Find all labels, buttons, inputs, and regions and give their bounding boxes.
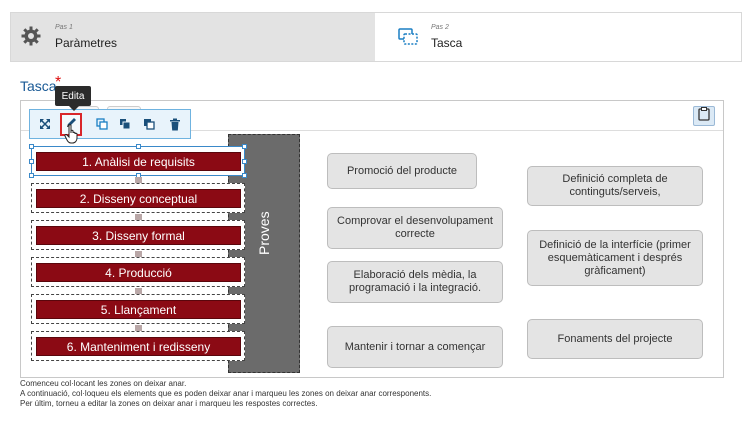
- draggable-answer[interactable]: Definició completa de continguts/serveis…: [527, 166, 703, 206]
- instruction-line: Per últim, torneu a editar la zones on d…: [20, 399, 318, 408]
- drop-zone-label: 1. Anàlisi de requisits: [36, 152, 241, 171]
- hand-cursor-icon: [64, 124, 80, 149]
- drop-zone[interactable]: 1. Anàlisi de requisits: [29, 144, 247, 178]
- send-back-icon[interactable]: [141, 116, 157, 132]
- draggable-answer[interactable]: Elaboració dels mèdia, la programació i …: [327, 261, 503, 303]
- copy-icon[interactable]: [94, 116, 110, 132]
- drag-grip[interactable]: [135, 177, 142, 184]
- step-number: Pas 2: [431, 24, 449, 31]
- drag-grip[interactable]: [135, 214, 142, 221]
- clipboard-icon: [698, 106, 710, 126]
- resize-handle[interactable]: [242, 159, 247, 164]
- step-tasca[interactable]: Pas 2 Tasca: [375, 13, 741, 61]
- resize-handle[interactable]: [242, 144, 247, 149]
- task-label-text: Tasca: [20, 78, 57, 94]
- drop-zone[interactable]: 4. Producció: [31, 257, 245, 287]
- resize-handle[interactable]: [242, 173, 247, 178]
- instructions: Comenceu col·locant les zones on deixar …: [20, 379, 431, 409]
- gear-icon: [21, 26, 41, 51]
- drop-zone-label: 5. Llançament: [36, 300, 241, 319]
- required-mark: *: [55, 74, 62, 91]
- instruction-line: A continuació, col·loqueu els elements q…: [20, 389, 432, 398]
- step-number: Pas 1: [55, 24, 73, 31]
- drop-zone[interactable]: 6. Manteniment i redisseny: [31, 331, 245, 361]
- drop-zone-label: 3. Disseny formal: [36, 226, 241, 245]
- draggable-answer[interactable]: Comprovar el desenvolupament correcte: [327, 207, 503, 249]
- draggable-answer[interactable]: Definició de la interfície (primer esque…: [527, 230, 703, 286]
- edit-tooltip: Edita: [55, 86, 91, 111]
- bring-front-icon[interactable]: [117, 116, 133, 132]
- resize-handle[interactable]: [29, 159, 34, 164]
- proves-label: Proves: [256, 211, 272, 255]
- resize-handle[interactable]: [29, 144, 34, 149]
- trash-icon[interactable]: [167, 116, 183, 132]
- draggable-answer[interactable]: Mantenir i tornar a començar: [327, 326, 503, 368]
- drag-grip[interactable]: [135, 251, 142, 258]
- draggable-answer[interactable]: Fonaments del projecte: [527, 319, 703, 359]
- step-title: Tasca: [431, 36, 463, 50]
- task-screen-icon: [398, 28, 418, 51]
- element-toolbar: [29, 109, 191, 139]
- draggable-answer[interactable]: Promoció del producte: [327, 153, 477, 189]
- expand-icon[interactable]: [37, 116, 53, 132]
- drop-zone-label: 2. Disseny conceptual: [36, 189, 241, 208]
- drop-zone[interactable]: 5. Llançament: [31, 294, 245, 324]
- resize-handle[interactable]: [136, 144, 141, 149]
- instruction-line: Comenceu col·locant les zones on deixar …: [20, 379, 187, 388]
- resize-handle[interactable]: [29, 173, 34, 178]
- step-parametres[interactable]: Pas 1 Paràmetres: [11, 13, 375, 61]
- drop-zone-label: 6. Manteniment i redisseny: [36, 337, 241, 356]
- drop-zone-label: 4. Producció: [36, 263, 241, 282]
- drag-grip[interactable]: [135, 288, 142, 295]
- drag-grip[interactable]: [135, 325, 142, 332]
- step-title: Paràmetres: [55, 36, 118, 50]
- paste-button[interactable]: [693, 106, 715, 126]
- drop-zone[interactable]: 2. Disseny conceptual: [31, 183, 245, 213]
- task-field-label: Tasca*: [20, 74, 61, 94]
- wizard-steps: Pas 1 Paràmetres Pas 2 Tasca: [10, 12, 742, 62]
- drop-zone[interactable]: 3. Disseny formal: [31, 220, 245, 250]
